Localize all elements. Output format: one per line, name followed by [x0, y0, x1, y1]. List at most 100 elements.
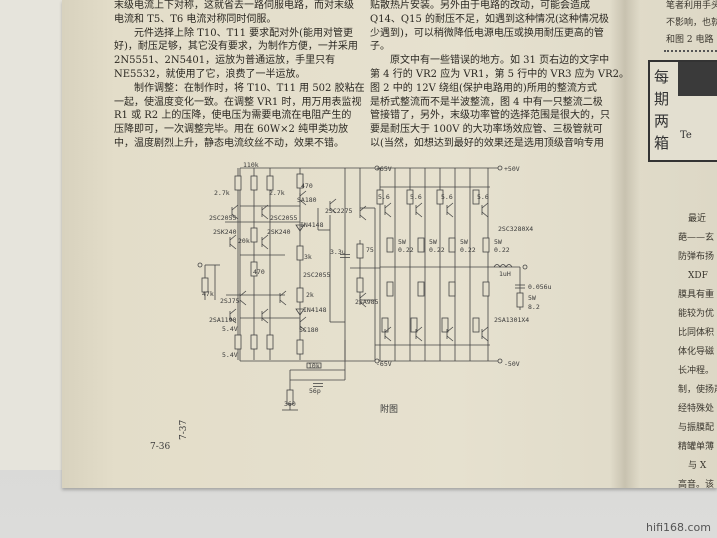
- label-2sc2055: 2SC2055: [270, 214, 297, 222]
- label-10k: 10k: [308, 362, 320, 370]
- resistor: [250, 334, 258, 350]
- text-line: 第 4 行的 VR2 应为 VR1，第 5 行中的 VR3 应为 VR2。: [370, 68, 629, 80]
- label-5w: 5W: [528, 294, 536, 302]
- transistor: [299, 325, 307, 332]
- label-0.22: 0.22: [460, 246, 476, 254]
- resistor: [234, 334, 242, 350]
- label-3k: 3k: [304, 253, 312, 261]
- label-3.3u: 3.3u: [330, 248, 346, 256]
- label-2.7k: 2.7k: [269, 189, 285, 197]
- transistor: [261, 317, 269, 324]
- label-sa180: SA180: [297, 196, 317, 204]
- text-line: 和图 2 电路: [666, 35, 714, 45]
- transistor: [384, 335, 392, 342]
- box-char: 每: [654, 68, 670, 86]
- label-5w: 5W: [429, 238, 437, 246]
- transistor: [481, 335, 489, 342]
- text-line: 葩——玄: [678, 233, 715, 243]
- text-line: Q14、Q15 的耐压不足，如遇到这种情况(这种情况极: [370, 13, 609, 25]
- transistor: [299, 316, 307, 323]
- watermark: hifi168.com: [646, 521, 711, 534]
- transistor: [481, 211, 489, 218]
- margin-note: 7-37: [179, 420, 189, 440]
- transistor: [359, 205, 367, 212]
- next-page-body: 最近 葩——玄 防弹布扬 XDF 膜具有重 能较为优 比同体积 体化导磁 长冲程…: [678, 210, 717, 495]
- resistor: [417, 237, 425, 253]
- text-line: 制，使扬声: [678, 385, 717, 395]
- transistor: [415, 335, 423, 342]
- label-56p: 56p: [309, 387, 321, 395]
- resistor: [296, 287, 304, 303]
- text-line: 与振膜配: [678, 423, 715, 433]
- label-0.22: 0.22: [429, 246, 445, 254]
- transistor: [359, 301, 367, 308]
- transistor: [446, 326, 454, 333]
- box-char: 期: [654, 90, 670, 108]
- transistor: [359, 214, 367, 221]
- resistor: [376, 189, 384, 205]
- box-char: 箱: [654, 134, 670, 152]
- resistor: [266, 175, 274, 191]
- resistor: [296, 339, 304, 355]
- box-title: 每 期 两 箱: [654, 66, 674, 154]
- label-2sc3280x4: 2SC3280X4: [498, 225, 533, 233]
- label-5.6: 5.6: [410, 193, 422, 201]
- transistor: [261, 213, 269, 220]
- terminal: [497, 358, 503, 364]
- diode: [295, 308, 305, 316]
- transistor: [229, 234, 237, 241]
- diode: [295, 224, 305, 232]
- right-text-column: 贴散热片安装。另外由于电路的改动，可能会造成 Q14、Q15 的耐压不足，如遇到…: [370, 0, 629, 151]
- label-sc180: SC180: [299, 326, 319, 334]
- text-line: 膜具有重: [678, 290, 715, 300]
- resistor: [386, 281, 394, 297]
- text-line: 压降即可，一次调整完毕。用在 60W×2 纯甲类功放: [114, 124, 349, 136]
- transistor: [384, 326, 392, 333]
- resistor: [250, 261, 258, 277]
- label-2sa1301x4: 2SA1301X4: [494, 316, 529, 324]
- transistor: [299, 190, 307, 197]
- transistor: [415, 211, 423, 218]
- text-line: 图 2 中的 12V 绕组(保护电路用的)所用的整流方式: [370, 82, 597, 94]
- text-line: 制作调整：在制作时，将 T10、T11 用 502 胶粘在: [114, 82, 365, 94]
- transistor: [481, 202, 489, 209]
- page-fold: [610, 0, 640, 488]
- transistor: [415, 202, 423, 209]
- label-360: 360: [284, 400, 296, 408]
- text-line: NE5532，就使用了它，浪费了一半运放。: [114, 68, 306, 80]
- resistor: [516, 292, 524, 308]
- transistor: [261, 204, 269, 211]
- next-page-top-text: 笔者利用手头 不影响，也就 和图 2 电路: [666, 0, 717, 49]
- label-5.6: 5.6: [441, 193, 453, 201]
- schematic-components: [197, 165, 528, 405]
- column-box: 每 期 两 箱 Te: [648, 60, 717, 162]
- text-line: 原文中有一些错误的地方。如 31 页右边的文字中: [370, 55, 610, 67]
- label-0.056u: 0.056u: [528, 283, 552, 291]
- text-line: 好)，耐压足够，其它没有要求，为制作方便，一并采用: [114, 41, 358, 53]
- resistor: [472, 317, 480, 333]
- text-line: 贴散热片安装。另外由于电路的改动，可能会造成: [370, 0, 590, 11]
- text-line: 防弹布扬: [678, 252, 715, 262]
- transistor: [279, 290, 287, 297]
- box-char: 两: [654, 112, 670, 130]
- resistor: [406, 189, 414, 205]
- label-2sa985: 2SA985: [355, 298, 379, 306]
- resistor: [250, 175, 258, 191]
- text-line: 能较为优: [678, 309, 715, 319]
- divider: [664, 50, 717, 52]
- transistor: [261, 243, 269, 250]
- label-2sk240: 2SK240: [213, 228, 237, 236]
- text-line: XDF: [688, 271, 708, 281]
- text-line: 以(当然，如想达到最好的效果还是选用顶级音响专用: [370, 137, 604, 149]
- label-plus-65v: +65V: [376, 165, 392, 173]
- label-2sc2055: 2SC2055: [303, 271, 330, 279]
- resistor: [306, 362, 322, 369]
- transistor: [446, 202, 454, 209]
- resistor: [472, 189, 480, 205]
- text-line: 末级电流上下对称，这就省去一路伺服电路，而对末级: [114, 0, 354, 11]
- resistor: [201, 277, 209, 293]
- transistor: [279, 299, 287, 306]
- figure-caption: 附图: [380, 403, 398, 415]
- underlying-sheet: [0, 0, 70, 470]
